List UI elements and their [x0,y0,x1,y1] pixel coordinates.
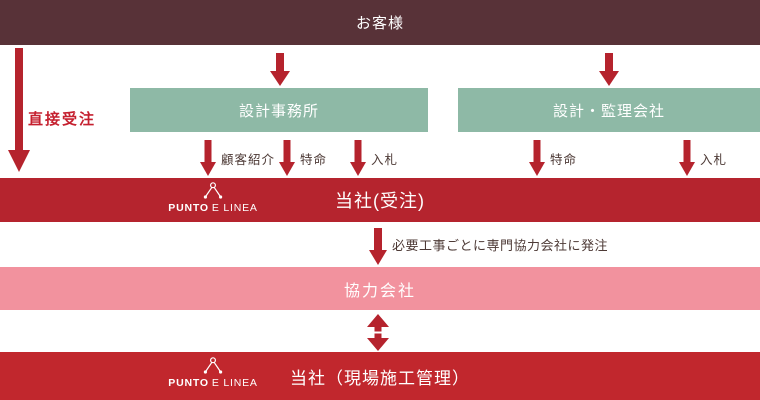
subcontract-note: 必要工事ごとに専門協力会社に発注 [392,238,609,253]
partner-company-label: 協力会社 [343,282,416,300]
direct-order-arrow-icon [8,48,30,172]
channel-label-nyusatsu-left: 入札 [371,153,399,167]
design-office-label: 設計事務所 [238,102,319,120]
company-site-bar: 当社（現場施工管理） [0,352,760,400]
compass-logo-icon [203,182,223,199]
design-supervision-label: 設計・監理会社 [552,102,665,120]
channel-label-referral: 顧客紹介 [221,153,276,167]
design-supervision-box: 設計・監理会社 [458,88,760,132]
subcontract-arrow-icon [369,228,387,265]
design-office-box: 設計事務所 [130,88,428,132]
company-order-label: 当社(受注) [335,191,425,211]
channel-label-tokumei-right: 特命 [550,153,578,167]
channel-arrow-tokumei-right-icon [529,140,545,176]
direct-order-label: 直接受注 [28,111,97,128]
channel-arrow-nyusatsu-right-icon [679,140,695,176]
company-order-bar: 当社(受注) [0,178,760,222]
double-arrow-icon [367,314,389,351]
channel-label-tokumei-left: 特命 [300,153,328,167]
arrow-to-design-office-icon [270,53,290,86]
customer-bar: お客様 [0,0,760,45]
channel-arrow-referral-icon [200,140,216,176]
channel-arrow-nyusatsu-left-icon [350,140,366,176]
company-site-label: 当社（現場施工管理） [290,368,470,388]
partner-company-bar: 協力会社 [0,267,760,310]
compass-logo-icon [203,357,223,374]
channel-arrow-tokumei-left-icon [279,140,295,176]
arrow-to-supervision-icon [599,53,619,86]
channel-label-nyusatsu-right: 入札 [700,153,728,167]
customer-label: お客様 [355,15,404,32]
